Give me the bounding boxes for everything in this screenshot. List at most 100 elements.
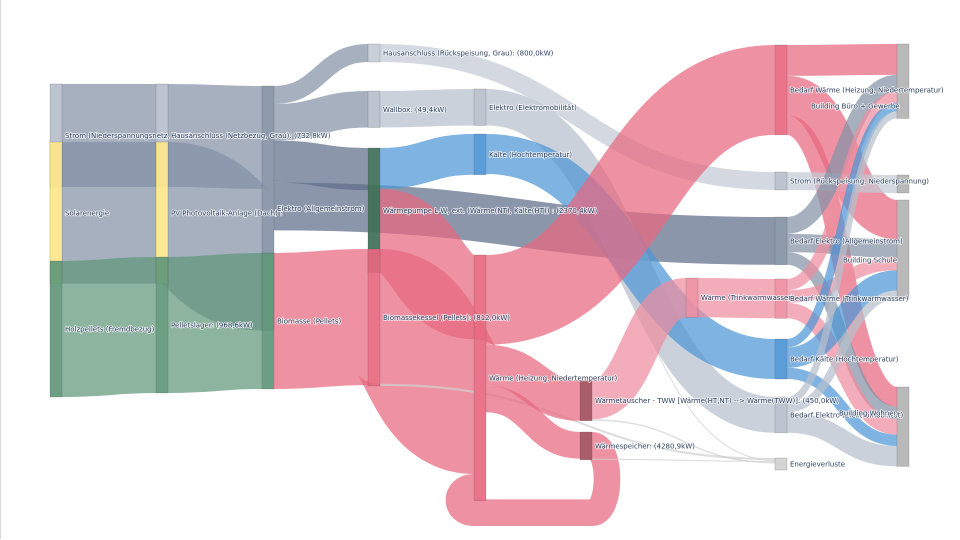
node-d-tww[interactable]	[774, 278, 788, 319]
node-label-elec: Elektro (Allgemeinstrom)	[277, 205, 365, 213]
link-d-tww-to-b-wohnen[interactable]	[786, 302, 898, 435]
node-store[interactable]	[155, 256, 169, 394]
node-label-halo-d-cold: Bedarf Kälte (Hochtemperatur)	[790, 356, 899, 364]
node-label-halo-boiler: Biomassekessel (Pellets): (812,0kW)	[383, 314, 510, 322]
link-hx-to-loss[interactable]	[591, 419, 776, 464]
node-label-d-tww: Bedarf Wärme (Trinkwarmwasser)	[790, 295, 909, 303]
node-label-store: Pelletslager: (968,6kW)	[171, 321, 253, 329]
node-label-halo-d-elec: Bedarf Elektro (Allgemeinstrom)	[790, 237, 903, 245]
node-label-heat: Wärme (Heizung, Niedertemperatur)	[489, 374, 618, 382]
node-label-halo-feedstrom: Strom (Rückspeisung, Niederspannung)	[790, 177, 929, 185]
link-wood-to-store[interactable]	[61, 257, 157, 397]
node-label-hak: Hausanschluss (Netzbezug, Grau): (732,8k…	[171, 132, 331, 140]
link-elec-to-hp[interactable]	[273, 140, 369, 191]
node-label-halo-tww: Wärme (Trinkwarmwasser)	[701, 294, 794, 302]
node-b-wohnen[interactable]	[896, 386, 910, 467]
link-d-heat-to-b-buero[interactable]	[786, 44, 898, 76]
node-label-pv: PV Photovoltaik-Anlage (Dach) :	[171, 209, 282, 217]
link-feed-to-feedstrom[interactable]	[379, 44, 776, 190]
node-d-heat[interactable]	[774, 44, 788, 136]
link-d-tww-to-b-buero[interactable]	[786, 91, 898, 291]
link-d-cold-to-b-buero[interactable]	[786, 102, 898, 348]
link-heat-to-hx[interactable]	[484, 344, 582, 421]
node-label-grid: Strom (Niederspannungsnetz, Grau) :	[65, 132, 196, 140]
node-label-halo-d-emob: Bedarf Elektro (Elektromobilität)	[790, 411, 903, 419]
link-hak-to-elec[interactable]	[167, 84, 263, 189]
link-d-tww-to-b-schule[interactable]	[786, 257, 898, 303]
node-d-emob[interactable]	[774, 396, 788, 434]
node-label-halo-wood: Holzpellets (Fremdbezug)	[65, 325, 155, 333]
node-emob[interactable]	[473, 88, 487, 126]
links-layer	[61, 44, 900, 527]
labels-layer: Strom (Niederspannungsnetz, Grau) : Strom…	[64, 49, 945, 470]
link-heat-to-d-heat[interactable]	[483, 45, 778, 345]
node-d-elec[interactable]	[774, 216, 788, 266]
node-heat[interactable]	[473, 254, 487, 501]
link-d-elec-to-b-buero[interactable]	[785, 74, 899, 234]
node-label-cold: Kälte (Hochtemperatur)	[489, 151, 572, 159]
node-label-d-emob: Bedarf Elektro (Elektromobilität)	[790, 411, 903, 419]
node-label-d-elec: Bedarf Elektro (Allgemeinstrom)	[790, 237, 903, 245]
node-label-halo-heat: Wärme (Heizung, Niedertemperatur)	[489, 374, 618, 382]
link-d-cold-to-b-wohnen[interactable]	[786, 367, 898, 446]
node-label-feed: Hausanschluss (Rückspeisung, Grau): (800…	[383, 49, 554, 57]
node-label-boiler: Biomassekessel (Pellets): (812,0kW)	[383, 314, 510, 322]
link-pv-to-elec[interactable]	[155, 142, 275, 331]
nodes-layer	[49, 43, 910, 501]
node-hx[interactable]	[579, 379, 593, 422]
link-tww-to-d-tww[interactable]	[697, 278, 776, 319]
link-elec-to-d-elec[interactable]	[273, 182, 776, 265]
node-label-halo-b-wohnen: Building Wohnen	[839, 410, 898, 418]
node-label-halo-cold: Kälte (Hochtemperatur)	[489, 151, 572, 159]
node-label-halo-d-tww: Bedarf Wärme (Trinkwarmwasser)	[790, 295, 909, 303]
node-label-feedstrom: Strom (Rückspeisung, Niederspannung)	[790, 177, 929, 185]
node-label-hp: Wärmepumpe L-W, ext. (Wärme(NT), Kälte(H…	[383, 207, 598, 215]
link-elec-to-wallbox[interactable]	[273, 91, 369, 141]
node-label-halo-pv: PV Photovoltaik-Anlage (Dach) :	[171, 209, 282, 217]
node-wallbox[interactable]	[367, 90, 381, 128]
node-label-halo-grid: Strom (Niederspannungsnetz, Grau) :	[65, 132, 196, 140]
node-boiler[interactable]	[367, 248, 381, 387]
link-wallbox-to-emob[interactable]	[379, 89, 475, 128]
node-label-halo-hp: Wärmepumpe L-W, ext. (Wärme(NT), Kälte(H…	[383, 207, 598, 215]
node-label-halo-b-schule: Building Schule	[843, 257, 897, 265]
node-b-buero[interactable]	[896, 43, 910, 119]
link-emob-to-loss[interactable]	[485, 124, 776, 461]
node-tww[interactable]	[685, 277, 699, 318]
link-d-cold-to-b-schule[interactable]	[786, 270, 898, 368]
node-loss[interactable]	[774, 457, 788, 471]
node-cold[interactable]	[473, 133, 487, 176]
node-wood[interactable]	[49, 260, 63, 398]
node-bio[interactable]	[261, 252, 275, 390]
node-feed[interactable]	[367, 43, 381, 63]
node-label-d-heat: Bedarf Wärme (Heizung, Niedertemperatur)	[790, 86, 944, 94]
node-label-wallbox: Wallbox: (49,4kW)	[383, 106, 447, 114]
link-store-to-bio[interactable]	[167, 253, 263, 393]
link-heat-to-hstore[interactable]	[485, 385, 581, 459]
node-hstore[interactable]	[579, 431, 593, 461]
node-label-halo-hx: Wärmetauscher - TWW [Wärme(HT,NT) --> Wä…	[595, 397, 839, 405]
node-d-cold[interactable]	[774, 338, 788, 380]
node-label-b-buero: Building Büro + Gewerbe	[811, 103, 900, 111]
node-label-halo-hak: Hausanschluss (Netzbezug, Grau): (732,8k…	[171, 132, 331, 140]
node-b-export[interactable]	[896, 174, 910, 194]
link-hx-to-tww[interactable]	[589, 278, 689, 420]
node-label-halo-solar: Solarenergie	[65, 209, 109, 217]
node-label-halo-feed: Hausanschluss (Rückspeisung, Grau): (800…	[383, 49, 554, 57]
node-label-halo-bio: Biomasse (Pellets)	[277, 317, 342, 325]
link-elec-to-feed[interactable]	[273, 44, 369, 104]
node-b-schule[interactable]	[896, 199, 910, 300]
node-feedstrom[interactable]	[774, 171, 788, 191]
node-label-b-schule: Building Schule	[843, 257, 897, 265]
link-d-emob-to-b-wohnen[interactable]	[786, 412, 898, 467]
link-d-emob-to-b-buero[interactable]	[786, 111, 898, 405]
node-label-loss: Energieverluste	[790, 461, 845, 469]
link-boiler-to-loss[interactable]	[379, 383, 776, 461]
link-boiler-to-heat[interactable]	[353, 249, 501, 475]
link-bio-to-boiler[interactable]	[273, 249, 369, 389]
node-label-wood: Holzpellets (Fremdbezug)	[65, 325, 155, 333]
link-hp-to-cold[interactable]	[379, 134, 475, 189]
link-d-emob-to-b-schule[interactable]	[786, 290, 898, 413]
